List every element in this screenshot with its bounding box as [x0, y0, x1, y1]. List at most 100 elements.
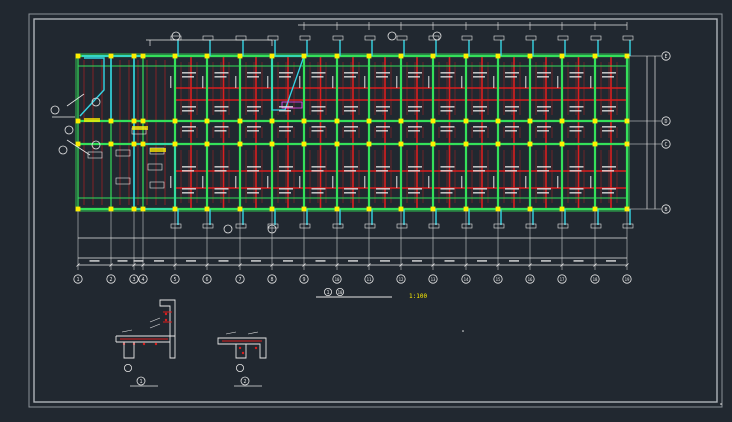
beam-note-line	[214, 188, 229, 190]
column	[301, 118, 307, 124]
axis-bubble-15: 15	[493, 274, 503, 284]
stray-point	[462, 330, 464, 332]
section-tag	[622, 223, 634, 229]
axis-bubble-19: 19	[622, 274, 632, 284]
beam-tag-box	[149, 181, 165, 189]
beam-note-line	[505, 106, 519, 108]
section-tag	[590, 35, 602, 41]
beam-note-line	[376, 192, 388, 194]
section-tag	[525, 35, 537, 41]
beam-note-line	[590, 76, 592, 88]
section-tag	[299, 223, 311, 229]
beam-note-line	[590, 176, 592, 188]
axis-label: 19	[625, 277, 630, 282]
beam-note-line	[505, 188, 519, 190]
axis-label: 3	[132, 277, 135, 283]
column	[172, 206, 178, 212]
beam-note-line	[311, 130, 324, 132]
column	[237, 118, 243, 124]
axis-label: 10	[335, 277, 340, 282]
column	[527, 53, 533, 59]
dim-value	[133, 260, 144, 262]
top-dim-line	[146, 39, 273, 46]
column	[108, 141, 114, 147]
beam-note-line	[279, 106, 293, 108]
beam-note-line	[344, 72, 358, 74]
dim-tick	[464, 263, 468, 267]
dim-value	[348, 260, 358, 262]
beam-note-line	[202, 76, 204, 88]
axis-label: E	[664, 54, 667, 60]
beam-note-line	[473, 130, 485, 132]
beam-note-line	[311, 76, 324, 78]
plan-title-num-2: 10	[338, 290, 343, 295]
axis-bubble-1: 1	[73, 274, 83, 284]
axis-label: C	[664, 142, 667, 148]
axis-label: 6	[205, 277, 208, 283]
beam-note-line	[473, 170, 485, 172]
beam-note-line	[247, 166, 261, 168]
beam-note-line	[602, 166, 616, 168]
beam-note-line	[214, 170, 227, 172]
beam-note-line	[602, 188, 616, 190]
column	[140, 118, 146, 124]
beam-note-line	[235, 176, 237, 188]
beam-note-line	[557, 176, 559, 188]
beam-note-line	[376, 106, 390, 108]
beam-note-line	[440, 106, 455, 108]
beam-note-line	[311, 72, 326, 74]
column	[430, 141, 436, 147]
axis-bubble-13: 13	[428, 274, 438, 284]
beam-note-line	[473, 110, 485, 112]
beam-note-line	[344, 130, 356, 132]
axis-bubble-D: D	[661, 116, 671, 126]
beam-note-line	[182, 188, 196, 190]
beam-note-line	[247, 188, 261, 190]
section-tag	[622, 35, 634, 41]
beam-note-line	[182, 106, 196, 108]
beam-note-line	[170, 176, 172, 188]
beam-note-line	[279, 72, 293, 74]
column	[237, 141, 243, 147]
dim-tick	[335, 263, 339, 267]
dim-tick	[109, 263, 113, 267]
beam-note-line	[493, 176, 495, 188]
beam-note-line	[182, 130, 194, 132]
beam-note-line	[408, 192, 420, 194]
column	[430, 206, 436, 212]
section-tag	[590, 223, 602, 229]
section-tag	[557, 35, 569, 41]
beam-note-line	[247, 76, 259, 78]
beam-note-line	[537, 126, 551, 128]
beam-note-line	[569, 72, 584, 74]
section-tag	[235, 35, 247, 41]
dim-tick	[302, 263, 306, 267]
beam-note-line	[557, 76, 559, 88]
beam-note-line	[505, 130, 517, 132]
beam-note-line	[214, 72, 229, 74]
beam-note-line	[505, 126, 519, 128]
beam-note-line	[602, 72, 616, 74]
axis-label: 7	[238, 277, 241, 283]
beam-note-line	[569, 166, 584, 168]
column	[301, 53, 307, 59]
section-tag	[557, 223, 569, 229]
beam-note-line	[473, 192, 485, 194]
column	[172, 53, 178, 59]
beam-note-line	[408, 72, 422, 74]
column	[559, 206, 565, 212]
beam-note-line	[279, 166, 293, 168]
beam-note-line	[537, 72, 551, 74]
beam-note-line	[396, 176, 398, 188]
detail-1-number: 1	[139, 379, 142, 385]
beam-note-line	[569, 126, 584, 128]
beam-note-line	[247, 192, 259, 194]
beam-note-line	[461, 176, 463, 188]
axis-label: 1	[76, 277, 79, 283]
dim-value	[380, 260, 390, 262]
dim-tick	[593, 263, 597, 267]
column	[495, 206, 501, 212]
beam-note-line	[537, 130, 549, 132]
